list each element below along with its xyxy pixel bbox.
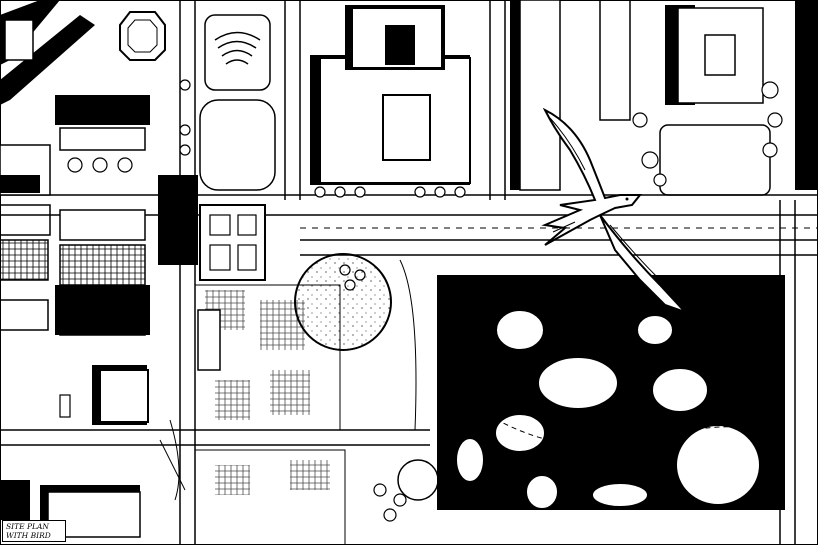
site-plan-caption: SITE PLAN WITH BIRD — [2, 520, 66, 542]
garden-plots — [194, 284, 346, 545]
circular-plaza — [294, 253, 439, 501]
dark-block-center-left — [158, 175, 266, 281]
pond-plaza — [437, 275, 785, 510]
caption-line-2: WITH BIRD — [6, 531, 51, 540]
central-tower-building — [310, 5, 471, 185]
caption-line-1: SITE PLAN — [6, 522, 49, 531]
right-top-blocks — [510, 0, 818, 196]
road-details — [159, 227, 818, 501]
amphitheater — [199, 14, 276, 191]
top-left-blocks — [0, 0, 166, 196]
bird-illustration — [541, 107, 686, 313]
left-mid-blocks — [0, 204, 150, 538]
